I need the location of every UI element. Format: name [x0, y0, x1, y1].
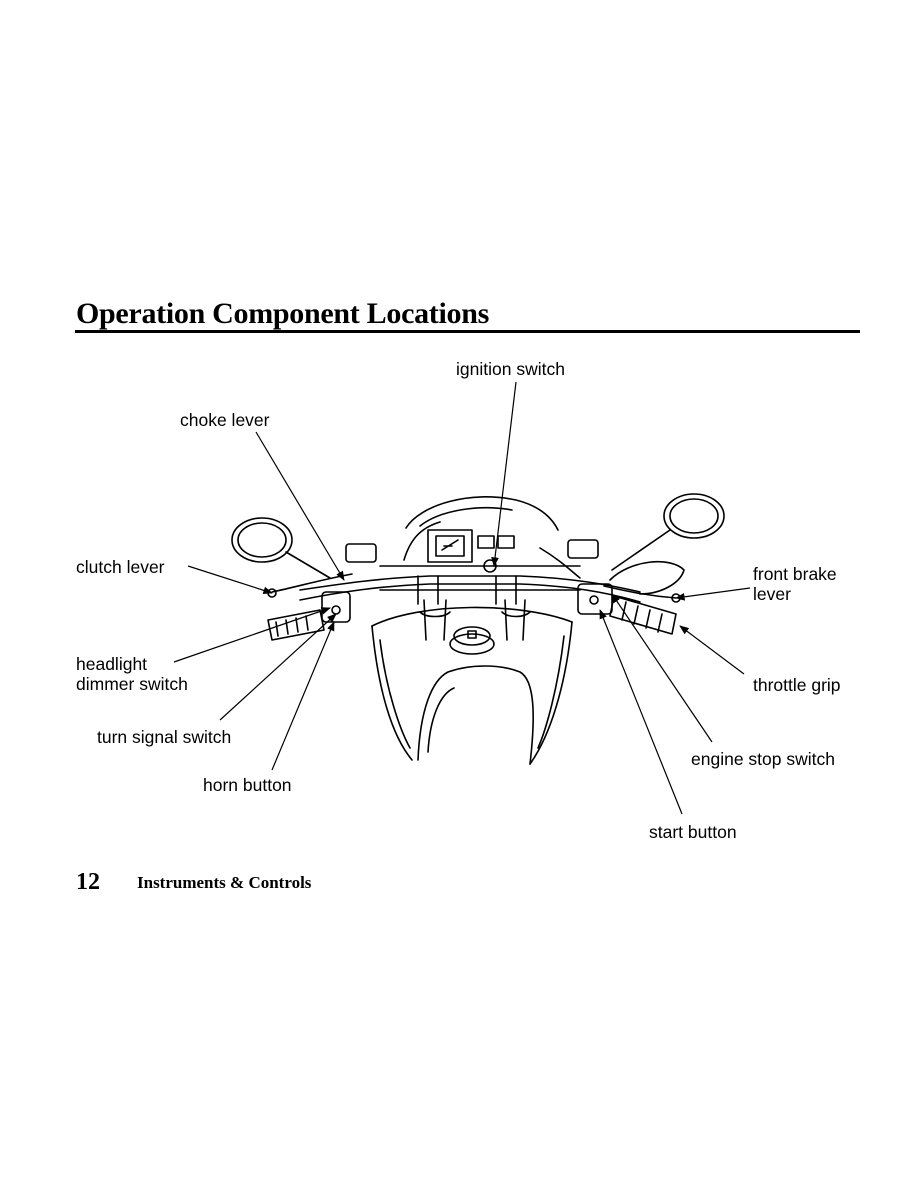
cables [403, 521, 581, 579]
label-throttle-grip: throttle grip [753, 675, 841, 695]
leader-turn-signal [219, 613, 337, 721]
left-mirror [231, 517, 331, 579]
right-switch-housing [577, 583, 613, 615]
label-front-brake-2: lever [753, 584, 791, 604]
label-turn-signal-switch: turn signal switch [97, 727, 232, 747]
leader-ignition [491, 381, 517, 567]
fuel-cap [449, 626, 495, 655]
right-hand-guard [609, 560, 685, 595]
leader-clutch [187, 565, 273, 595]
leader-horn [271, 621, 335, 771]
right-mirror [611, 493, 725, 571]
label-choke-lever: choke lever [180, 410, 270, 430]
leader-headlight [173, 607, 331, 663]
brake-reservoir [567, 539, 599, 559]
label-headlight-1: headlight [76, 654, 148, 674]
cowl-inner [419, 506, 513, 527]
handlebar [299, 565, 641, 605]
section-name: Instruments & Controls [137, 873, 312, 892]
page-number: 12 [76, 869, 100, 895]
clutch-reservoir [345, 543, 377, 563]
label-headlight-2: dimmer switch [76, 674, 188, 694]
page-title: Operation Component Locations [76, 297, 489, 330]
label-engine-stop-switch: engine stop switch [691, 749, 835, 769]
brake-lever-shape [603, 585, 677, 599]
fork-tubes [419, 599, 531, 641]
leader-throttle [679, 625, 745, 675]
label-horn-button: horn button [203, 775, 292, 795]
leader-front-brake [675, 587, 751, 601]
label-ignition-switch: ignition switch [456, 359, 565, 379]
label-clutch-lever: clutch lever [76, 557, 165, 577]
leader-start [599, 609, 683, 815]
headlight-cowl [405, 496, 559, 531]
left-grip [267, 609, 325, 641]
label-front-brake-1: front brake [753, 564, 837, 584]
left-switch-housing [321, 591, 351, 623]
right-grip [609, 595, 677, 635]
leader-choke [255, 431, 345, 581]
clutch-lever-shape [271, 573, 353, 593]
title-rule [75, 330, 860, 333]
label-start-button: start button [649, 822, 737, 842]
leader-engine-stop [611, 593, 713, 743]
fuel-tank [371, 606, 573, 765]
